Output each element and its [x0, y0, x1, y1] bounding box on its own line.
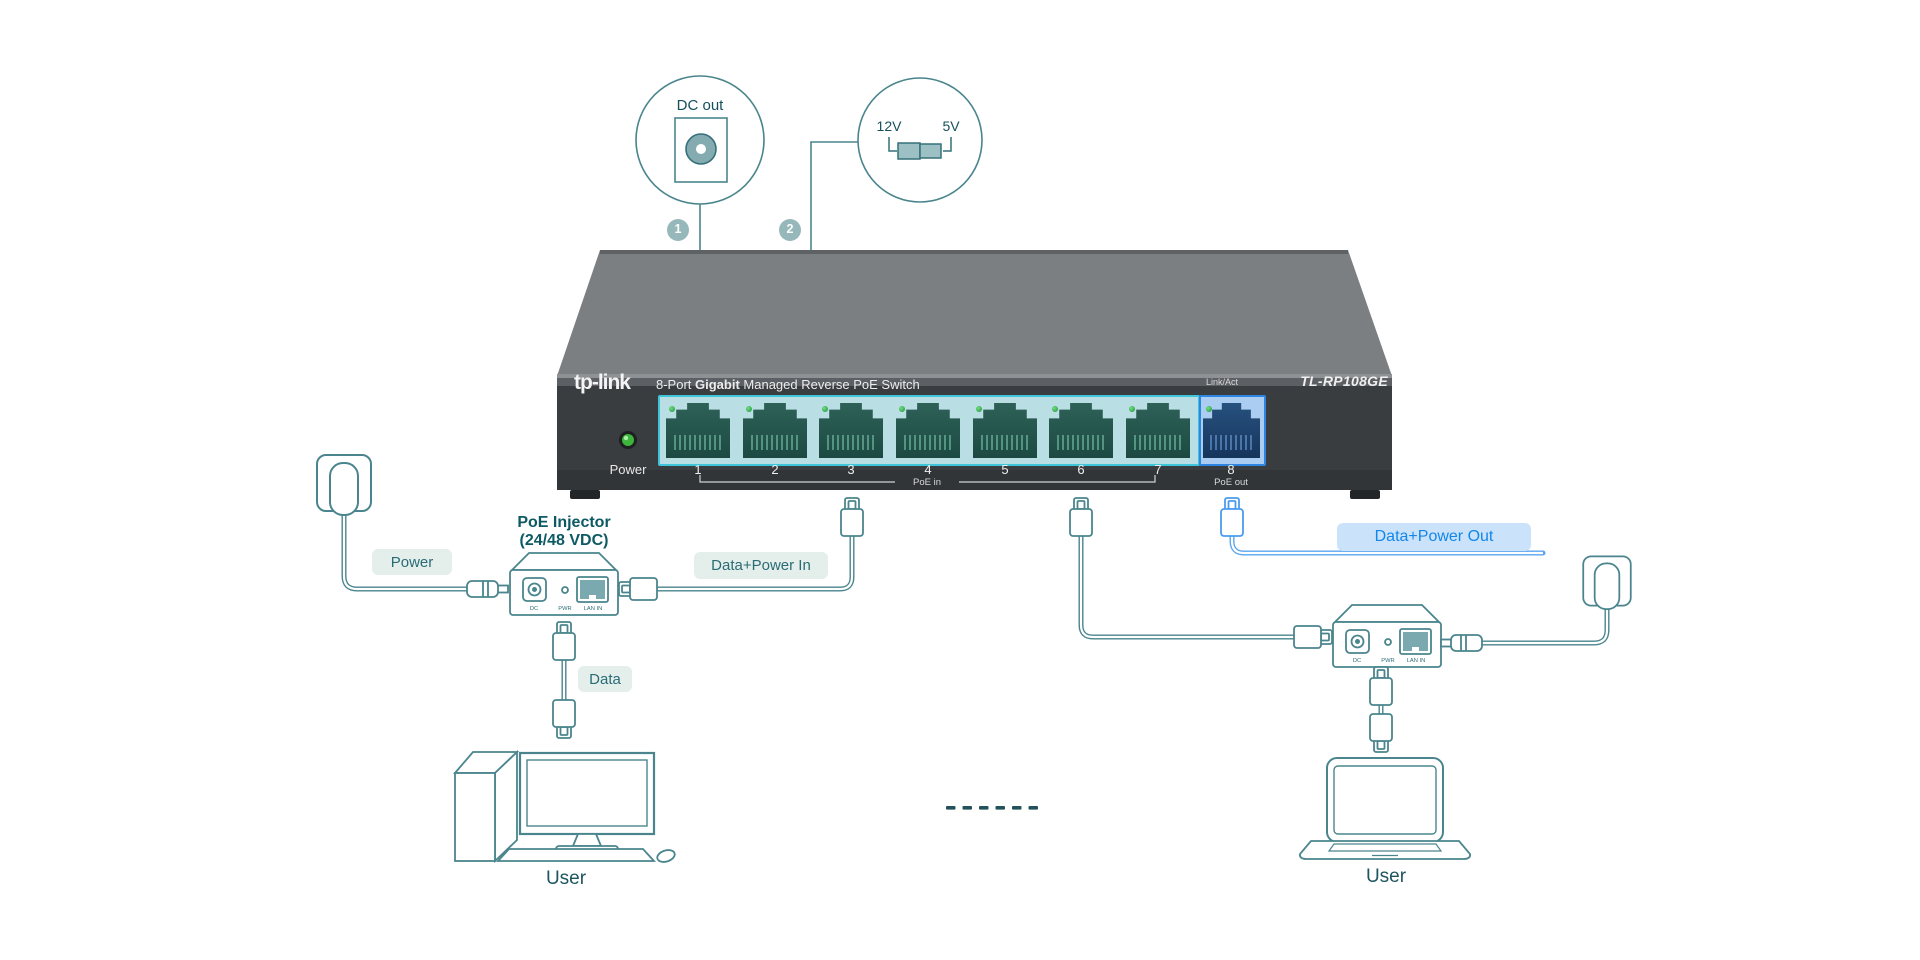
switch-top-face	[557, 250, 1392, 376]
switch-title: 8-Port Gigabit Managed Reverse PoE Switc…	[656, 377, 920, 392]
poe-in-label: PoE in	[913, 477, 941, 488]
callout2-line	[810, 141, 858, 250]
ethernet-port-1	[666, 403, 730, 458]
ethernet-port-3	[819, 403, 883, 458]
power-pill: Power	[372, 549, 452, 575]
switch-foot	[570, 490, 600, 499]
port-led-icon	[669, 406, 675, 412]
port-led-icon	[1129, 406, 1135, 412]
injector-dc-label: DC	[1352, 657, 1362, 664]
port-number-6: 6	[1077, 462, 1085, 477]
port-led-icon	[746, 406, 752, 412]
badge-1-circle	[667, 219, 689, 241]
user-label-left: User	[545, 868, 587, 889]
data-pill: Data	[578, 666, 632, 692]
desktop-computer-icon	[453, 749, 676, 864]
link-act-label: Link/Act	[1205, 377, 1239, 387]
port-led-icon	[1052, 406, 1058, 412]
injector-pwr-label: PWR	[1381, 657, 1395, 664]
injector-dc-label: DC	[529, 605, 539, 612]
data-power-out-pill: Data+Power Out	[1337, 523, 1531, 551]
data-power-in-pill: Data+Power In	[694, 552, 828, 579]
rj45-plug-icon	[618, 577, 658, 601]
dc-out-callout	[635, 75, 765, 250]
port-number-8: 8	[1227, 462, 1235, 477]
port-number-7: 7	[1154, 462, 1162, 477]
badge-2: 2	[786, 222, 794, 236]
ethernet-port-4	[896, 403, 960, 458]
rj45-plug-icon	[1369, 713, 1393, 753]
port-led-icon	[976, 406, 982, 412]
switch-power-label: Power	[609, 462, 647, 477]
dc-barrel-connector-icon	[1440, 634, 1483, 652]
port-number-1: 1	[694, 462, 702, 477]
left-cables	[341, 511, 855, 703]
port-led-icon	[822, 406, 828, 412]
badge-1: 1	[674, 222, 682, 236]
user-label-right: User	[1365, 866, 1407, 887]
dc-barrel-connector-icon	[466, 580, 509, 598]
voltage-5v-label: 5V	[942, 118, 960, 134]
ethernet-port-2	[743, 403, 807, 458]
poe-in-bracket	[699, 475, 1156, 483]
port-number-5: 5	[1001, 462, 1009, 477]
ethernet-port-6	[1049, 403, 1113, 458]
tp-link-logo: tp-link	[574, 371, 631, 394]
rj45-plug-icon	[1369, 666, 1393, 706]
rj45-plug-icon	[552, 621, 576, 661]
model-label: TL-RP108GE	[1300, 373, 1388, 389]
wall-plug-icon	[316, 454, 372, 516]
dc-jack-icon	[674, 117, 728, 183]
laptop-icon	[1298, 757, 1472, 860]
power-connector-icon	[888, 137, 952, 160]
wall-plug-icon	[1582, 555, 1632, 611]
ellipsis-dashes	[946, 806, 1038, 810]
port-number-2: 2	[771, 462, 779, 477]
poe-injector-title: PoE Injector (24/48 VDC)	[517, 514, 611, 549]
ethernet-port-7	[1126, 403, 1190, 458]
voltage-12v-label: 12V	[876, 118, 902, 134]
port-number-4: 4	[924, 462, 932, 477]
voltage-callout	[810, 77, 983, 250]
rj45-plug-icon	[1069, 497, 1093, 537]
port-led-icon	[899, 406, 905, 412]
rj45-plug-icon	[552, 699, 576, 739]
poe-out-label: PoE out	[1214, 477, 1248, 488]
rj45-plug-icon	[840, 497, 864, 537]
injector-lan-label: LAN IN	[1406, 657, 1426, 664]
dc-out-label: DC out	[676, 97, 724, 114]
ethernet-port-8	[1203, 403, 1260, 458]
injector-pwr-label: PWR	[558, 605, 572, 612]
port-led-icon	[1206, 406, 1212, 412]
right-cables	[1078, 533, 1610, 719]
power-led-icon	[622, 434, 634, 446]
rj45-plug-blue-icon	[1220, 497, 1244, 537]
switch-foot	[1350, 490, 1380, 499]
port-number-3: 3	[847, 462, 855, 477]
rj45-plug-icon	[1293, 625, 1333, 649]
badge-2-circle	[779, 219, 801, 241]
injector-lan-label: LAN IN	[583, 605, 603, 612]
ethernet-port-5	[973, 403, 1037, 458]
